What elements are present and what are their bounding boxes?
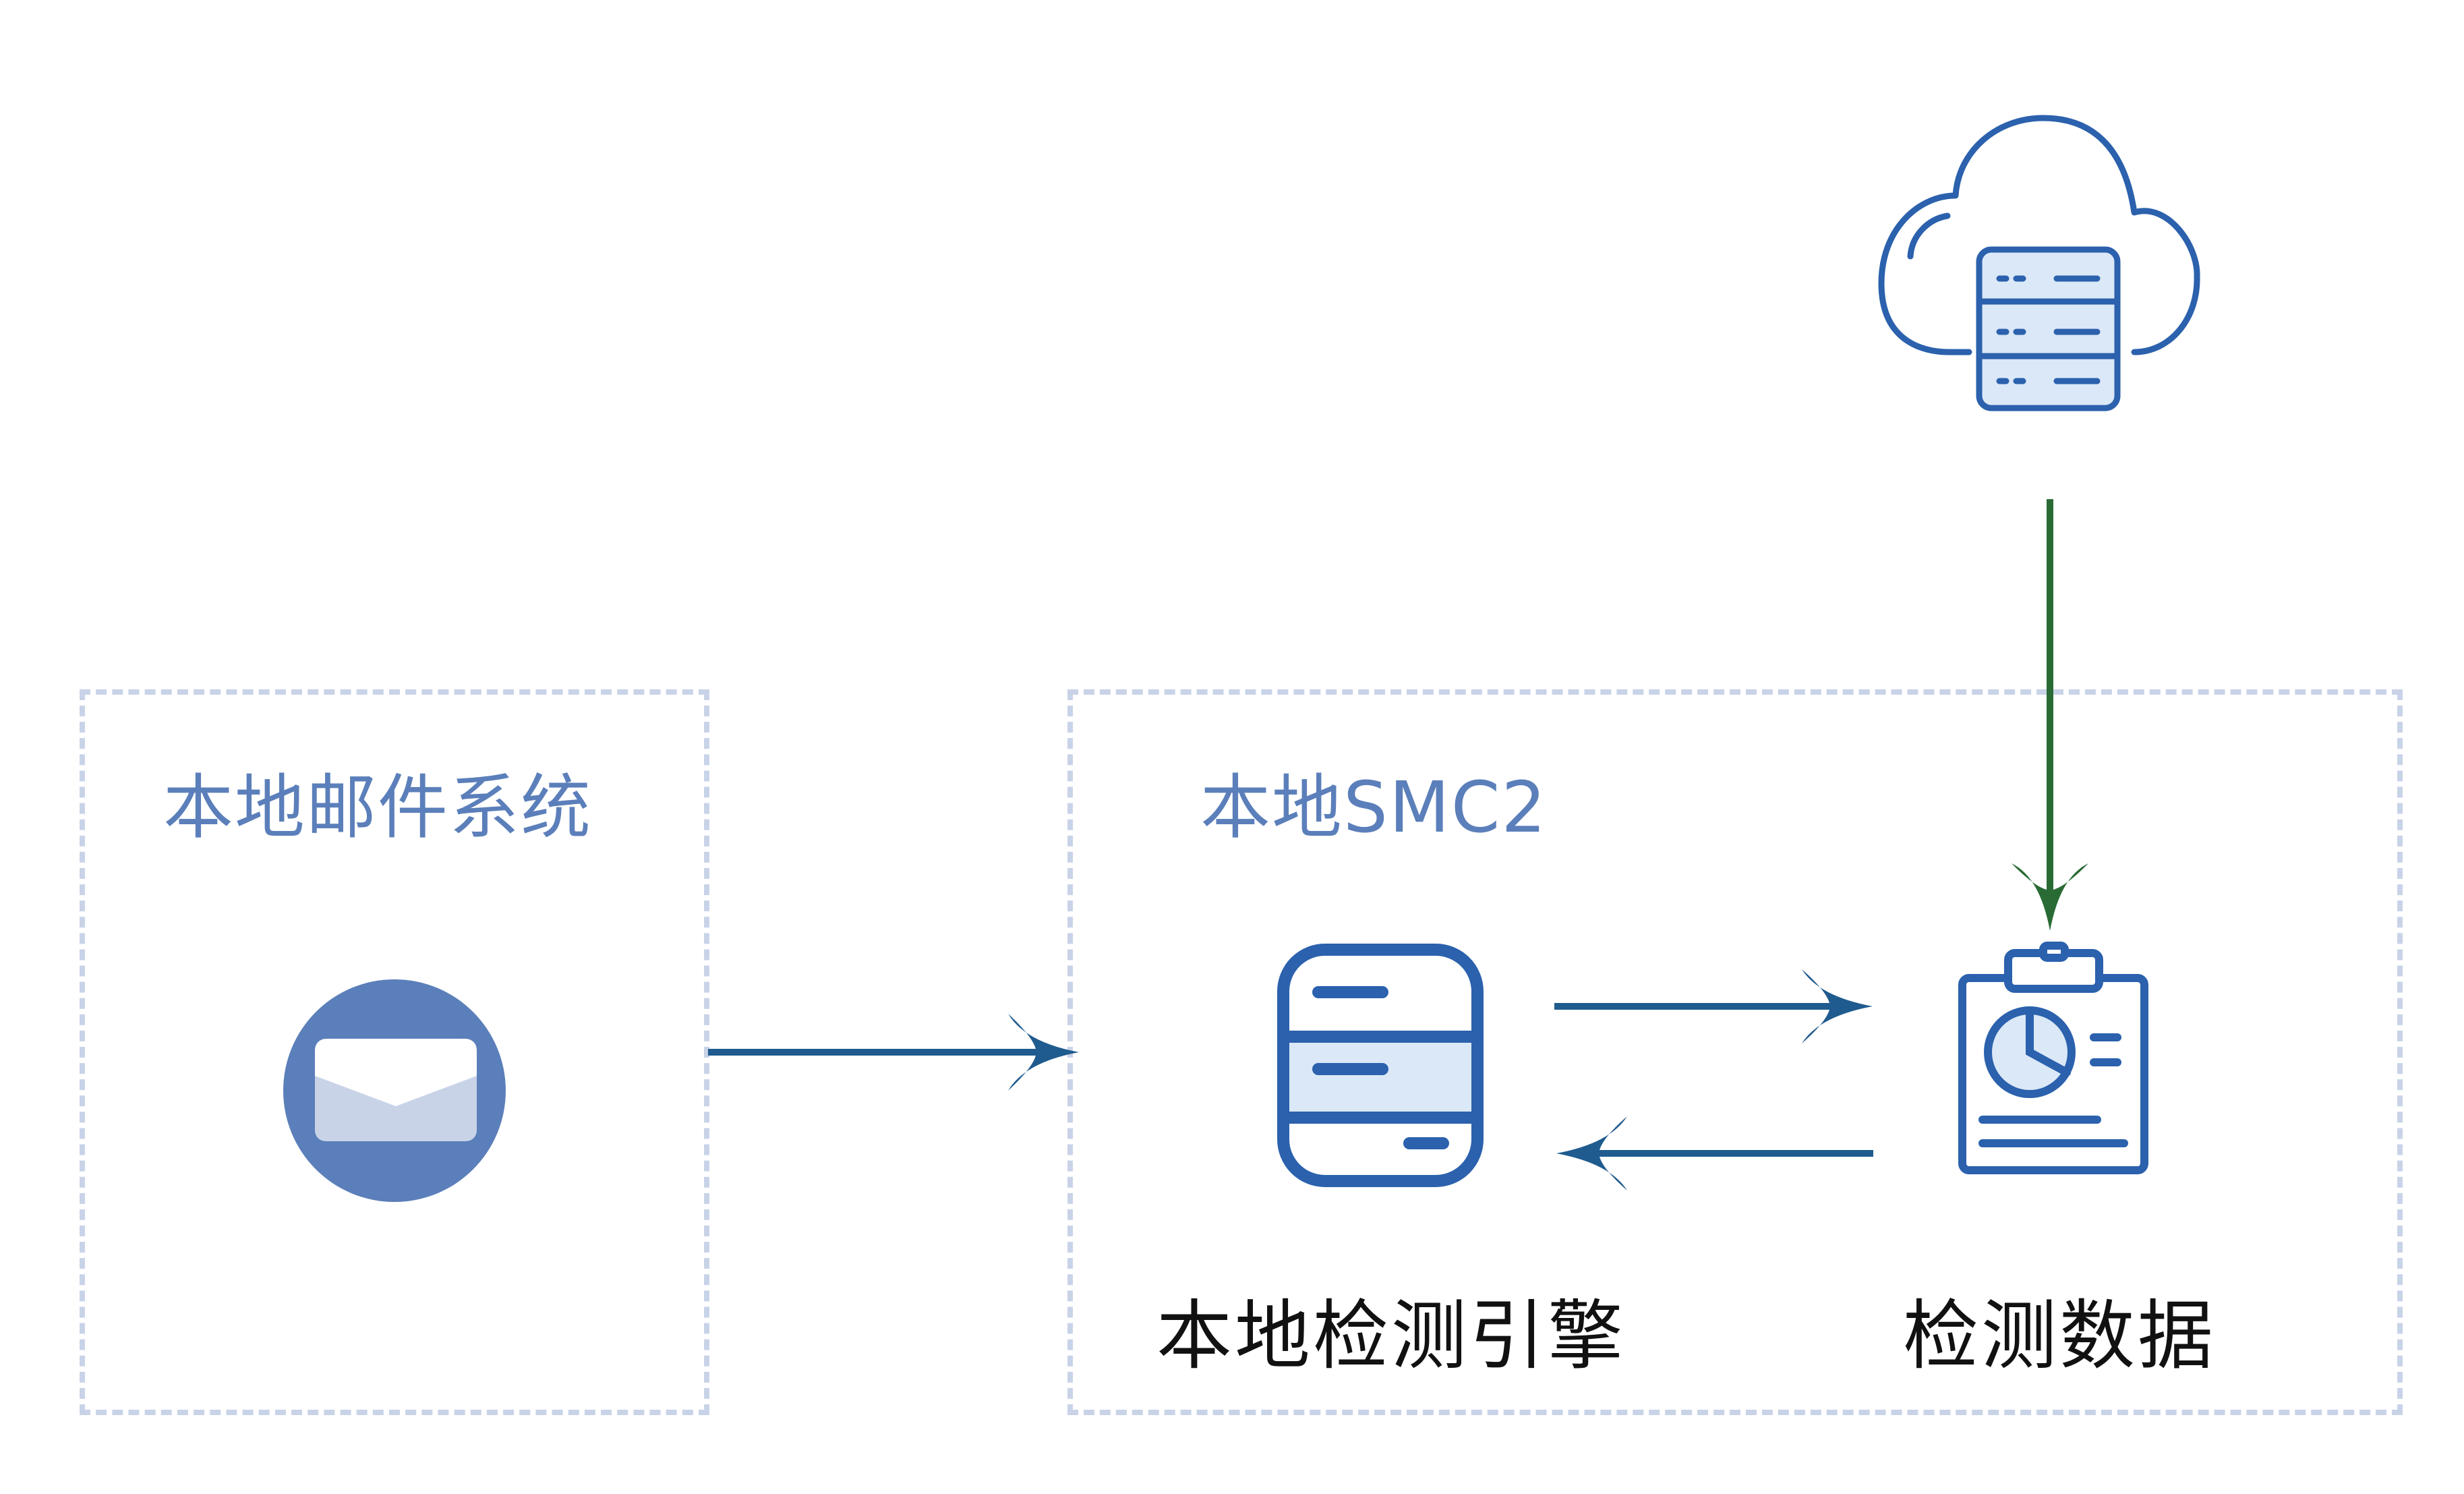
mail-system-group xyxy=(80,689,709,1415)
mail-system-title: 本地邮件系统 xyxy=(163,766,593,849)
engine-to-data-arrow xyxy=(1554,969,1873,1043)
smc-title: 本地SMC2 xyxy=(1200,766,1548,849)
clipboard-chart-icon xyxy=(1958,942,2148,1174)
envelope-icon xyxy=(283,979,506,1202)
engine-label: 本地检测引擎 xyxy=(1156,1292,1626,1380)
mail-to-smc-arrow xyxy=(708,1014,1079,1091)
cloud-server-icon xyxy=(1878,115,2200,411)
data-to-engine-arrow xyxy=(1556,1116,1873,1190)
data-label: 检测数据 xyxy=(1903,1292,2216,1380)
cloud-to-data-arrow xyxy=(2012,499,2088,931)
server-icon xyxy=(1277,944,1484,1187)
